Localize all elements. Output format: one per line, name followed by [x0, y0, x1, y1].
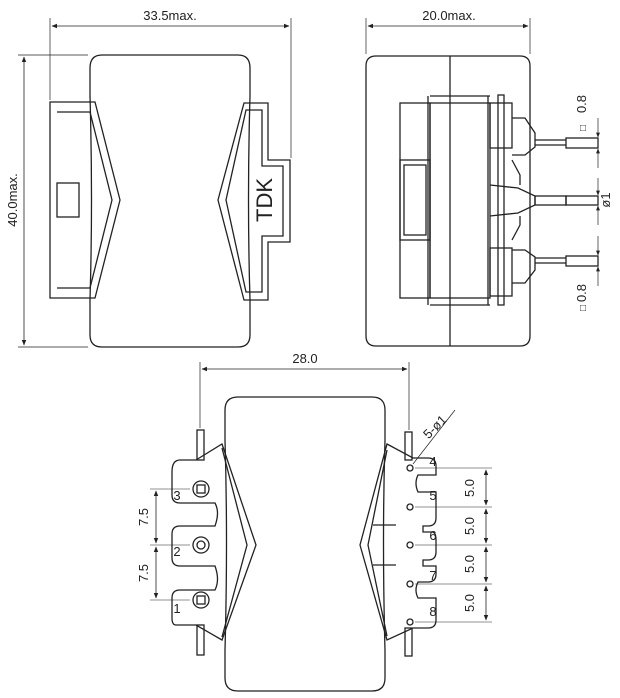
front-left-wing — [49, 101, 121, 299]
bottom-width-dim: 28.0 — [292, 351, 317, 366]
pin-label-2: 2 — [173, 544, 180, 559]
square-symbol-top: □ — [578, 125, 589, 131]
pitch-right-2: 5.0 — [462, 517, 477, 535]
bottom-left-terminal — [171, 443, 257, 641]
pitch-right-3: 5.0 — [462, 555, 477, 573]
pin-label-6: 6 — [429, 528, 436, 543]
front-height-dim: 40.0max. — [5, 173, 20, 226]
front-right-wing — [217, 102, 291, 301]
tdk-logo: TDK — [252, 178, 277, 222]
pin-label-4: 4 — [429, 454, 436, 469]
pin-label-1: 1 — [173, 601, 180, 616]
pin-square-bottom-label: 0.8 — [574, 284, 589, 302]
pitch-right-1: 5.0 — [462, 479, 477, 497]
hole-callout: 5-ø1 — [420, 412, 450, 442]
side-core — [365, 55, 531, 347]
pin-label-3: 3 — [173, 488, 180, 503]
bottom-right-terminal — [359, 443, 437, 641]
side-width-dim: 20.0max. — [422, 8, 475, 23]
pitch-left-2: 7.5 — [136, 564, 151, 582]
side-view — [365, 18, 600, 347]
square-symbol-bottom: □ — [578, 305, 589, 311]
pin-label-7: 7 — [429, 568, 436, 583]
front-width-dim: 33.5max. — [143, 8, 196, 23]
pin-label-8: 8 — [429, 604, 436, 619]
bottom-view — [150, 362, 492, 692]
pitch-left-1: 7.5 — [136, 508, 151, 526]
pin-label-5: 5 — [429, 488, 436, 503]
pitch-right-4: 5.0 — [462, 594, 477, 612]
pin-round-label: ø1 — [598, 192, 613, 207]
front-view — [18, 18, 292, 348]
bottom-core — [224, 396, 386, 692]
pin-square-top-label: 0.8 — [574, 95, 589, 113]
